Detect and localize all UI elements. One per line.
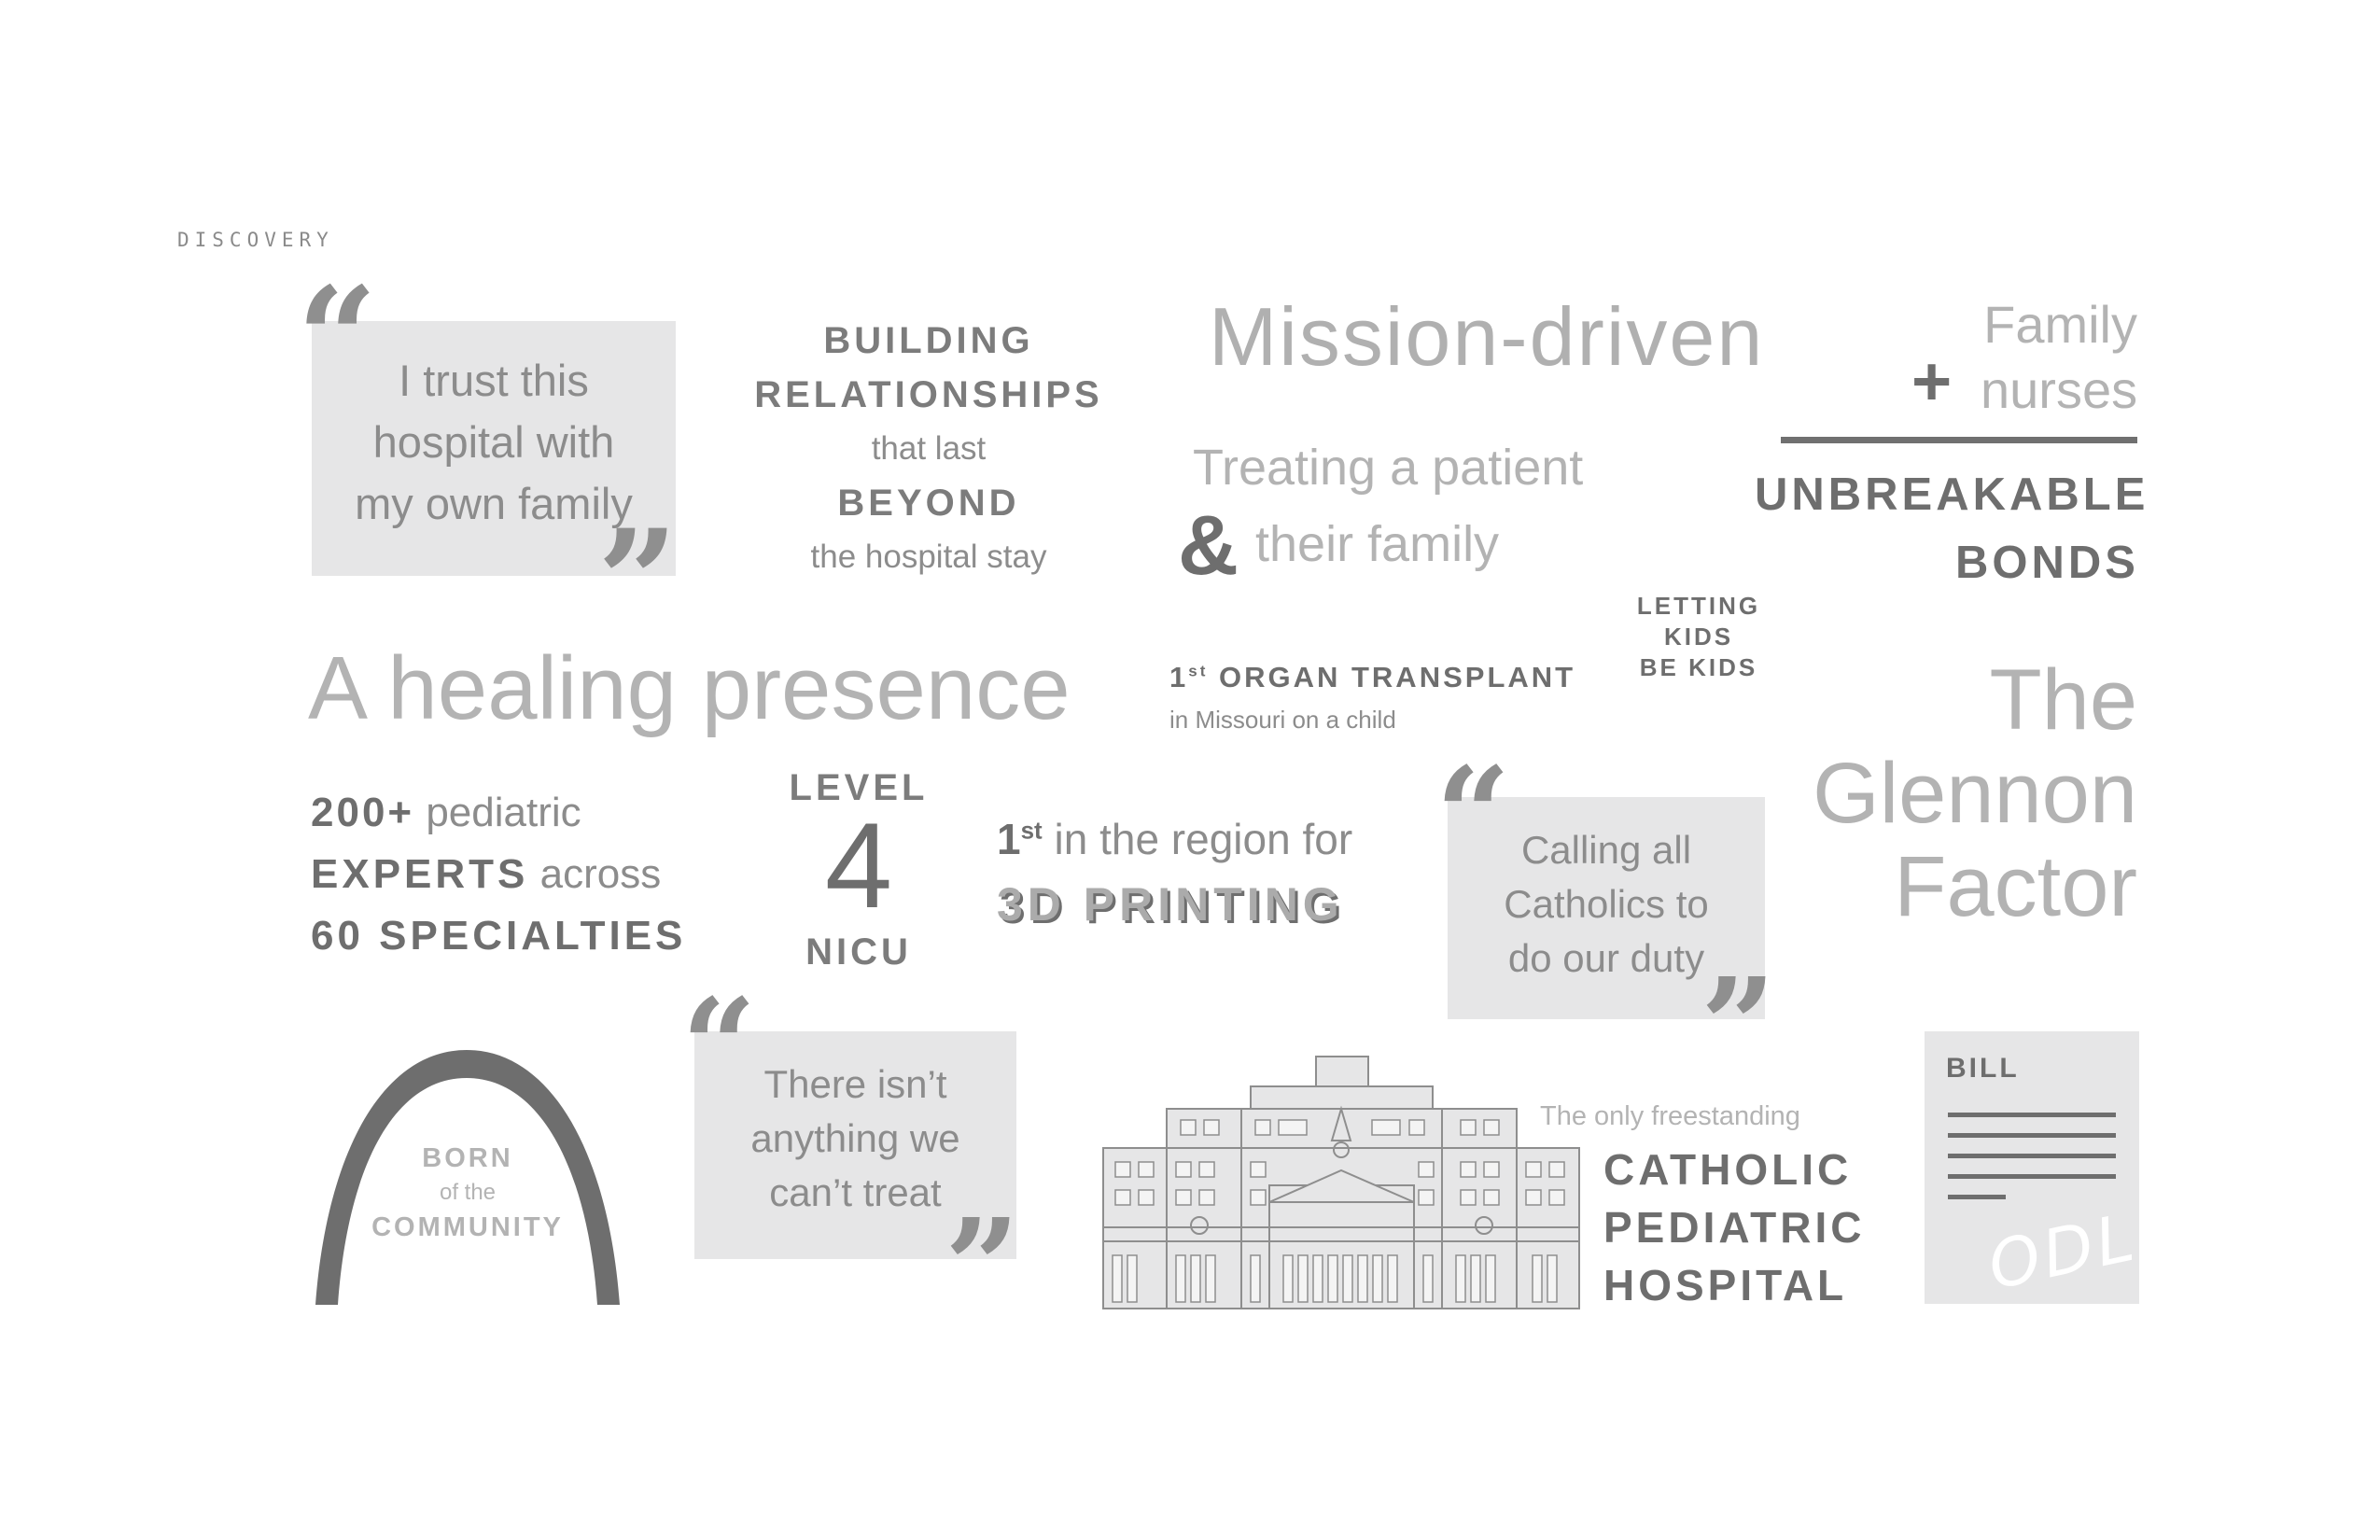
relationships-line: that last (871, 430, 987, 467)
nicu-label: NICU (805, 931, 912, 973)
relationships-line: BUILDING (823, 320, 1034, 361)
bill-line (1948, 1195, 2006, 1199)
unbreakable-bonds: UNBREAKABLE BONDS (1755, 461, 2149, 597)
catholic-line: CATHOLIC (1603, 1145, 1853, 1194)
experts-across: across (528, 851, 662, 897)
experts-line: EXPERTS across (311, 844, 686, 905)
nicu-level: LEVEL (789, 767, 929, 808)
letting-kids-block: LETTING KIDS BE KIDS (1624, 591, 1773, 683)
bonds-line: BONDS (1955, 538, 2139, 588)
gateway-arch-illustration (315, 1050, 620, 1305)
quote-text: Calling all Catholics to do our duty (1448, 823, 1765, 986)
arch-born: BORN (422, 1143, 513, 1173)
organ-sup: st (1188, 662, 1209, 680)
quote-line: Calling all (1520, 828, 1692, 872)
quote-line: my own family (355, 479, 633, 528)
printing-line: 1st in the region for (997, 814, 1352, 864)
experts-count: 200+ (311, 790, 415, 835)
ampersand: & (1178, 499, 1239, 593)
quote-line: do our duty (1507, 936, 1705, 980)
glennon-line: Glennon (1813, 746, 2137, 841)
treating-line2: their family (1255, 516, 1500, 572)
plus-sign: + (1911, 343, 1953, 420)
catholic-line: PEDIATRIC (1603, 1203, 1866, 1252)
quote-line: hospital with (372, 417, 615, 467)
quote-text: I trust this hospital with my own family (312, 350, 676, 535)
quote-card-trust (312, 321, 676, 576)
quote-line: There isn’t (763, 1062, 947, 1106)
catholic-intro: The only freestanding (1540, 1101, 1800, 1131)
printing-first: 1 (997, 815, 1021, 863)
close-quote-mark: ” (945, 1191, 1020, 1344)
quote-card-treat (694, 1031, 1016, 1259)
open-quote-mark: “ (1435, 739, 1511, 892)
close-quote-mark: ” (1701, 950, 1776, 1103)
section-label: DISCOVERY (177, 229, 334, 251)
bill-line (1948, 1174, 2116, 1179)
quote-line: Catholics to (1504, 882, 1709, 926)
bill-lines (1948, 1113, 2116, 1199)
glennon-line: The (1989, 652, 2137, 748)
glennon-factor: The Glennon Factor (1727, 653, 2137, 933)
open-quote-mark: “ (681, 971, 757, 1124)
treating-line1: Treating a patient (1193, 440, 1584, 496)
printing-sup: st (1020, 816, 1043, 845)
organ-title-text: ORGAN TRANSPLANT (1208, 661, 1576, 693)
relationships-line: the hospital stay (810, 539, 1047, 575)
healing-heading: A healing presence (308, 638, 1071, 738)
bill-line (1948, 1133, 2116, 1138)
experts-block: 200+ pediatric EXPERTS across 60 SPECIAL… (311, 782, 686, 967)
experts-line: 200+ pediatric (311, 782, 686, 844)
hospital-building-illustration (1102, 1056, 1580, 1309)
nicu-number: 4 (824, 797, 893, 933)
close-quote-mark: ” (597, 499, 679, 664)
printing-text: in the region for (1054, 815, 1353, 863)
organ-first: 1 (1169, 661, 1189, 693)
bill-card (1925, 1031, 2139, 1304)
relationships-line: BEYOND (837, 483, 1020, 524)
divider-line (1781, 437, 2137, 443)
quote-line: I trust this (399, 356, 589, 405)
nurses-word: nurses (1981, 360, 2138, 419)
quote-card-catholics (1448, 797, 1765, 1019)
mission-heading: Mission-driven (1209, 290, 1765, 383)
catholic-block: CATHOLIC PEDIATRIC HOSPITAL (1603, 1141, 1866, 1314)
experts-specialties: 60 SPECIALTIES (311, 913, 687, 959)
arch-of-the: of the (439, 1180, 497, 1205)
bonds-line: UNBREAKABLE (1755, 469, 2149, 520)
experts-pediatric: pediatric (414, 790, 581, 835)
glennon-line: Factor (1894, 839, 2137, 934)
quote-text: There isn’t anything we can’t treat (694, 1057, 1016, 1220)
relationships-block: BUILDING RELATIONSHIPS that last BEYOND … (737, 314, 1120, 584)
organ-transplant-sub: in Missouri on a child (1169, 706, 1396, 734)
letting-line: BE KIDS (1639, 653, 1758, 681)
quote-line: anything we (750, 1116, 960, 1160)
printing-label: 3D PRINTING (997, 878, 1344, 931)
experts-word: EXPERTS (311, 851, 529, 897)
relationships-line: RELATIONSHIPS (754, 374, 1103, 415)
bill-line (1948, 1154, 2116, 1158)
organ-transplant-title: 1st ORGAN TRANSPLANT (1169, 661, 1575, 694)
open-quote-mark: “ (297, 257, 378, 421)
letting-line: KIDS (1663, 623, 1734, 651)
family-word: Family (1983, 295, 2137, 354)
quote-line: can’t treat (769, 1170, 942, 1214)
experts-line: 60 SPECIALTIES (311, 905, 686, 967)
arch-text: BORN of the COMMUNITY (359, 1141, 576, 1245)
catholic-line: HOSPITAL (1603, 1261, 1848, 1309)
bill-label: BILL (1946, 1053, 2020, 1084)
letting-line: LETTING (1636, 592, 1761, 620)
bill-line (1948, 1113, 2116, 1117)
arch-community: COMMUNITY (371, 1212, 564, 1242)
